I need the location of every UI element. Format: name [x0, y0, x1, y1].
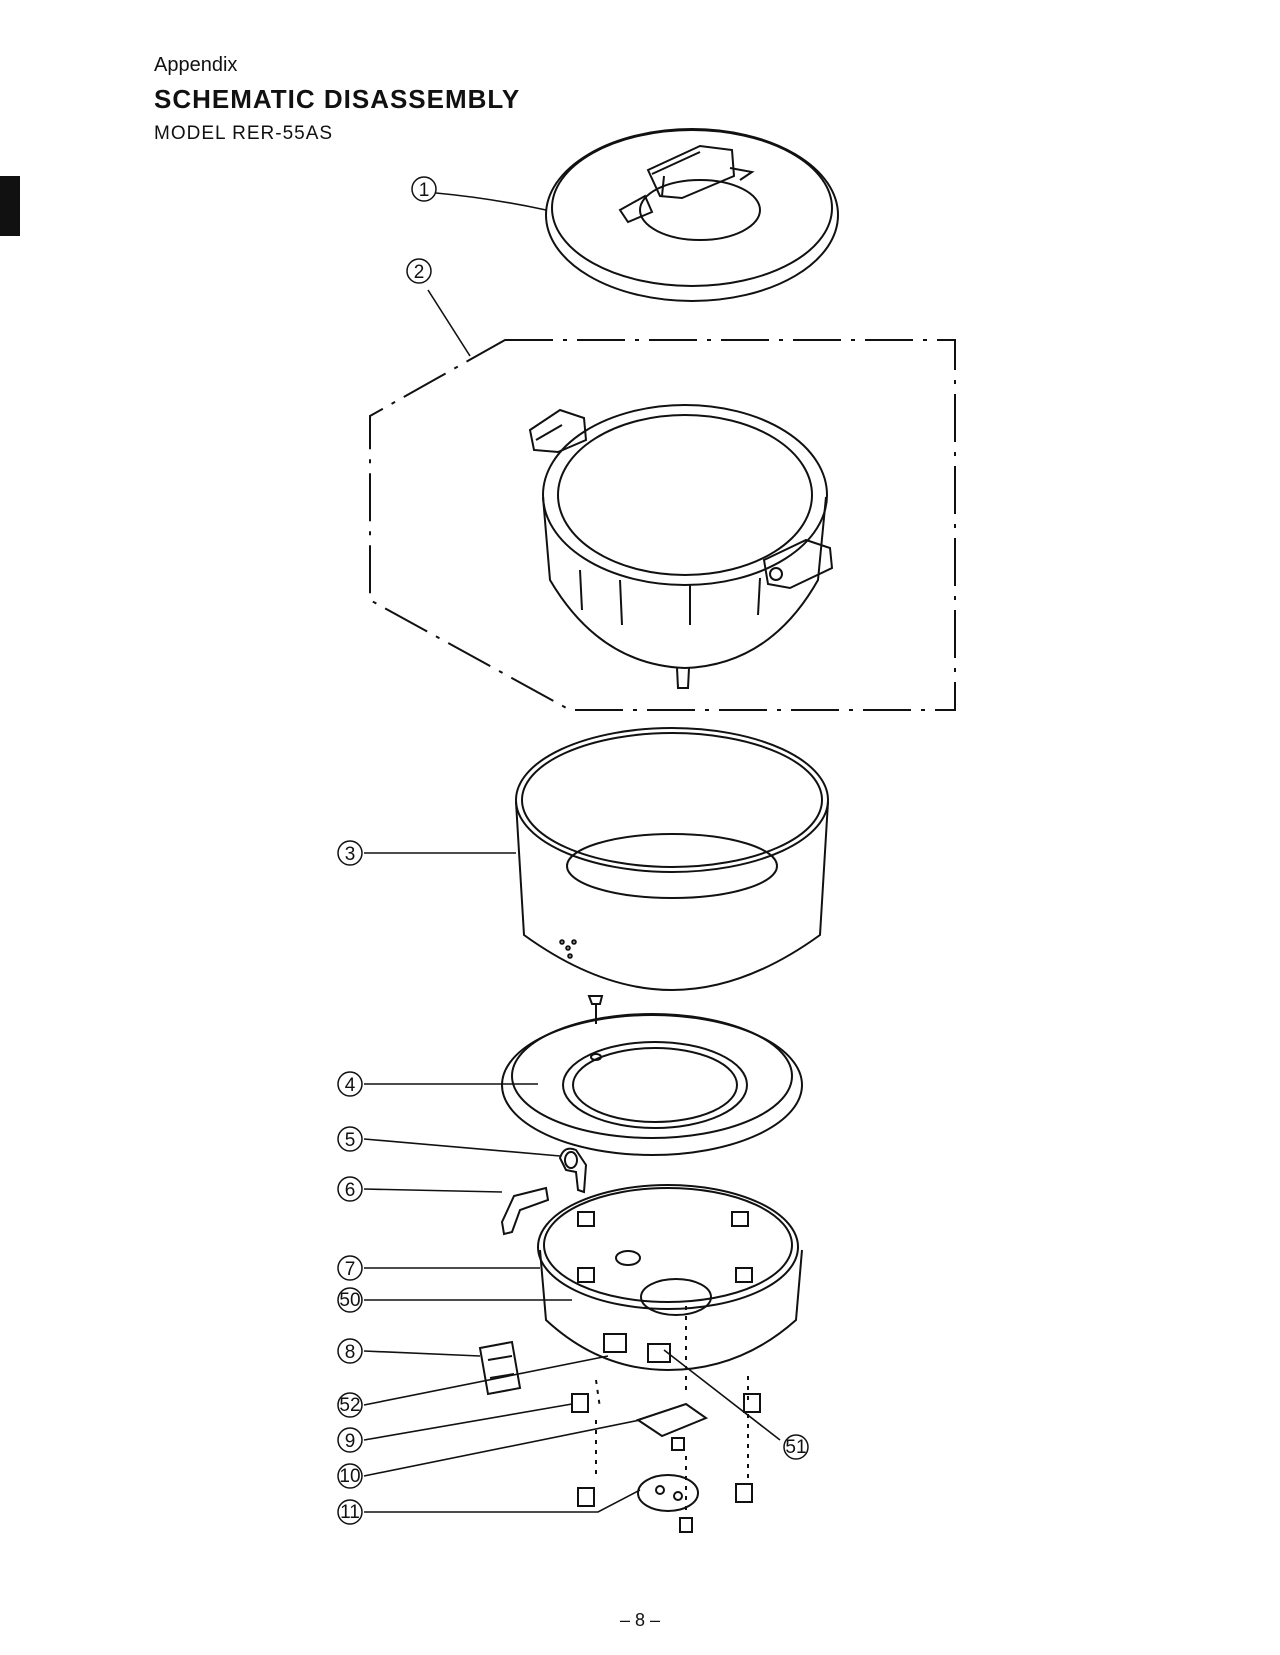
svg-text:8: 8 — [345, 1342, 356, 1363]
callout-4: 4 — [337, 1071, 363, 1097]
model-label: MODEL RER-55AS — [154, 123, 334, 144]
callout-11: 11 — [337, 1499, 363, 1525]
part-switch-lever — [500, 1186, 550, 1236]
svg-text:50: 50 — [339, 1290, 360, 1311]
part-feet-and-fasteners — [571, 1306, 761, 1533]
svg-text:11: 11 — [340, 1502, 360, 1523]
part-base-housing — [537, 1184, 803, 1372]
callout-10: 10 — [337, 1463, 363, 1489]
callout-8: 8 — [337, 1338, 363, 1364]
svg-text:51: 51 — [785, 1437, 806, 1458]
part-clip — [558, 1147, 588, 1194]
part-switch-knob — [478, 1340, 522, 1396]
callout-2: 2 — [406, 258, 432, 284]
svg-text:5: 5 — [345, 1130, 356, 1151]
page-number: – 8 – — [619, 1610, 661, 1630]
callout-7: 7 — [337, 1255, 363, 1281]
callout-5: 5 — [337, 1126, 363, 1152]
callout-6: 6 — [337, 1176, 363, 1202]
leader-lines — [363, 192, 781, 1513]
page-title: SCHEMATIC DISASSEMBLY — [154, 84, 521, 114]
svg-text:7: 7 — [345, 1259, 356, 1280]
callout-1: 1 — [411, 176, 437, 202]
svg-text:9: 9 — [345, 1431, 356, 1452]
svg-text:52: 52 — [339, 1395, 360, 1416]
callouts: 1 2 3 4 5 6 7 50 — [337, 176, 809, 1525]
svg-text:10: 10 — [339, 1466, 360, 1487]
appendix-label: Appendix — [154, 54, 238, 76]
page-edge-marker — [0, 176, 20, 236]
svg-text:4: 4 — [345, 1075, 356, 1096]
part-body-shell — [515, 727, 829, 992]
callout-51: 51 — [783, 1434, 809, 1460]
callout-50: 50 — [337, 1287, 363, 1313]
callout-52: 52 — [337, 1392, 363, 1418]
callout-9: 9 — [337, 1427, 363, 1453]
part-heater-ring — [501, 995, 803, 1156]
part-lid — [545, 128, 839, 302]
svg-text:3: 3 — [345, 844, 356, 865]
callout-3: 3 — [337, 840, 363, 866]
part-inner-assembly — [369, 339, 956, 711]
svg-text:1: 1 — [419, 180, 430, 201]
svg-text:6: 6 — [345, 1180, 356, 1201]
svg-text:2: 2 — [414, 262, 425, 283]
